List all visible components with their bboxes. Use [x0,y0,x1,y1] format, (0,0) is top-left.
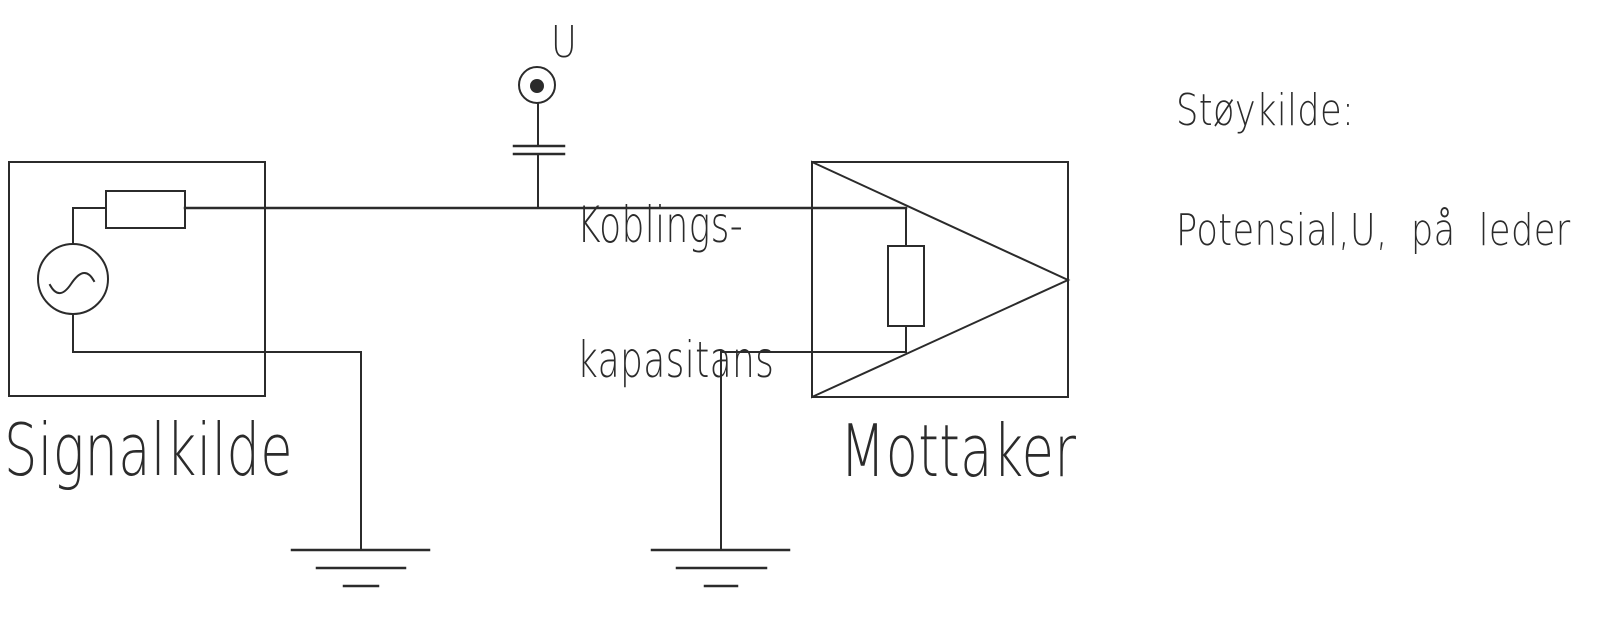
coupling-capacitor-icon [512,144,566,156]
signal-source-label: Signalkilde [4,408,293,492]
noise-source-note: Støykilde: Potensial,U, på leder [1176,11,1571,331]
coupling-capacitance-line2: kapasitans [577,331,775,389]
noise-source-note-line1: Støykilde: [1176,85,1355,136]
wire-source-internal [72,207,362,551]
receiver-label: Mottaker [840,409,1077,493]
noise-node-dot [530,79,544,93]
sine-wave-icon [48,272,96,295]
series-resistor [105,190,186,229]
ac-source-icon [37,243,109,315]
noise-source-note-line2: Potensial,U, på leder [1176,205,1571,256]
coupling-capacitance-label: Koblings- kapasitans [577,113,774,473]
amplifier-triangle-icon [811,160,1071,399]
input-resistor [887,245,925,327]
wire-receiver-ground [720,325,907,551]
receiver-box [811,161,1069,398]
noise-potential-label: U [551,17,578,68]
signal-source-box [8,161,266,397]
ground-left-icon [290,548,431,588]
ground-right-icon [650,548,791,588]
coupling-capacitance-line1: Koblings- [577,196,744,254]
diagram-linework [8,66,1071,588]
